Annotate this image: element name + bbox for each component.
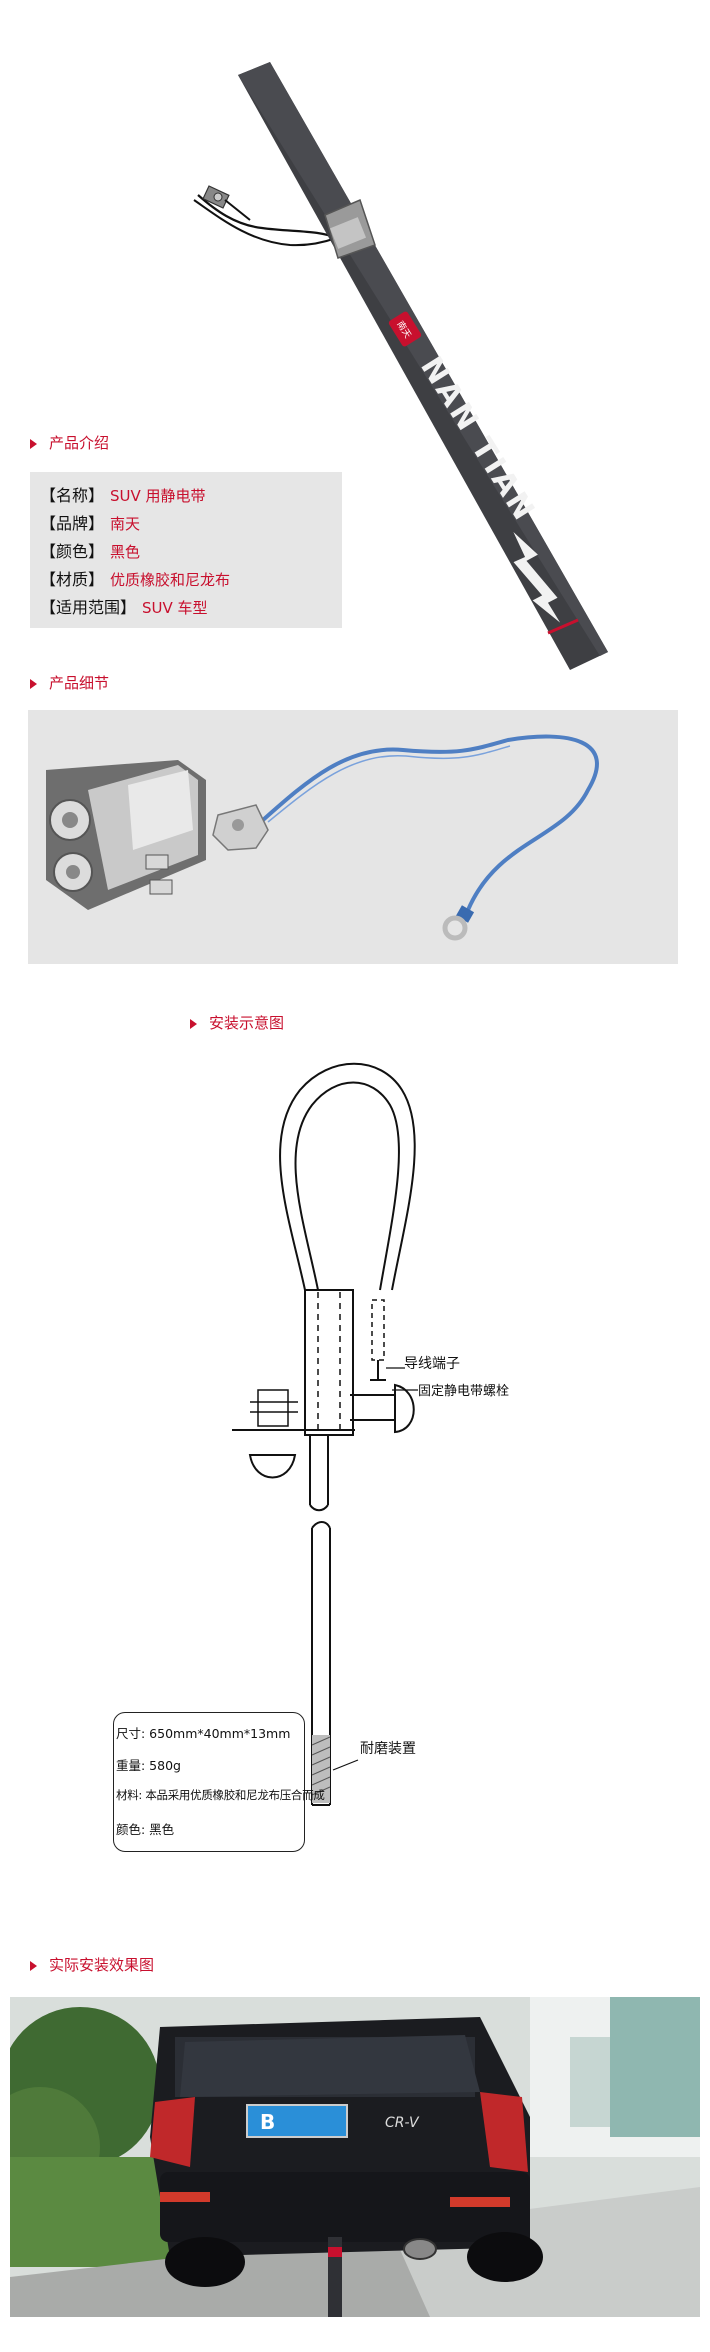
label-bolt: 固定静电带螺栓: [418, 1384, 510, 1399]
spec-box: 尺寸: 650mm*40mm*13mm 重量: 580g 材料: 本品采用优质橡…: [113, 1712, 325, 1852]
plate-text: B: [260, 2110, 275, 2134]
clamp-photo: [46, 760, 206, 910]
label-terminal: 导线端子: [404, 1356, 460, 1372]
detail-photos: [46, 734, 599, 941]
heading-arrow-icon: [30, 438, 37, 449]
info-row-material: 【材质】优质橡胶和尼龙布: [40, 570, 231, 589]
spec-material: 材料: 本品采用优质橡胶和尼龙布压合而成: [116, 1788, 325, 1802]
intro-heading: 产品介绍: [30, 432, 109, 453]
spec-size: 尺寸: 650mm*40mm*13mm: [116, 1726, 291, 1741]
info-row-color: 【颜色】黑色: [40, 542, 141, 561]
spec-weight: 重量: 580g: [116, 1758, 181, 1773]
intro-info-box: 【名称】SUV 用静电带 【品牌】南天 【颜色】黑色 【材质】优质橡胶和尼龙布 …: [30, 472, 342, 628]
detail-photo-box: [28, 710, 678, 964]
heading-arrow-icon: [190, 1018, 197, 1029]
info-row-name: 【名称】SUV 用静电带: [40, 486, 206, 505]
spec-color: 颜色: 黑色: [116, 1822, 175, 1837]
heading-arrow-icon: [30, 678, 37, 689]
details-heading: 产品细节: [30, 672, 109, 693]
info-row-scope: 【适用范围】SUV 车型: [40, 598, 208, 617]
diagram-heading: 安装示意图: [190, 1012, 284, 1033]
wire-photo: [212, 734, 599, 941]
info-row-brand: 【品牌】南天: [40, 514, 141, 533]
installed-car-photo: B CR-V: [10, 1997, 700, 2317]
heading-arrow-icon: [30, 1960, 37, 1971]
effect-heading: 实际安装效果图: [30, 1954, 154, 1975]
car-badge-text: CR-V: [385, 2115, 420, 2131]
label-wear-pad: 耐磨装置: [360, 1741, 416, 1757]
product-strap-image: 南天 NAN TIAN: [193, 62, 608, 670]
installation-diagram: [232, 1062, 418, 1806]
